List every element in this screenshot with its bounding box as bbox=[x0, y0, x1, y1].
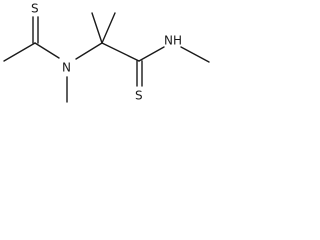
bond-thiocarbonyl-n bbox=[34, 42, 60, 59]
structure-diagram: S N NH S bbox=[3, 2, 210, 103]
bond-quaternary-methyl-right bbox=[101, 12, 116, 44]
atom-sulfur-top: S bbox=[31, 2, 39, 16]
bond-methyl-thiocarbonyl bbox=[3, 42, 36, 62]
bond-quaternary-thioamide bbox=[101, 42, 140, 62]
atom-labels: S N NH S bbox=[31, 2, 182, 103]
bond-nh-methyl bbox=[180, 46, 210, 63]
bonds bbox=[3, 12, 210, 103]
atom-sulfur-bottom: S bbox=[135, 89, 143, 103]
bond-thioamide-nh bbox=[138, 46, 165, 62]
bond-n-quaternary-carbon bbox=[75, 42, 103, 60]
bond-quaternary-methyl-left bbox=[91, 12, 103, 44]
atom-nh: NH bbox=[164, 34, 182, 48]
atom-nitrogen-center: N bbox=[62, 61, 71, 75]
